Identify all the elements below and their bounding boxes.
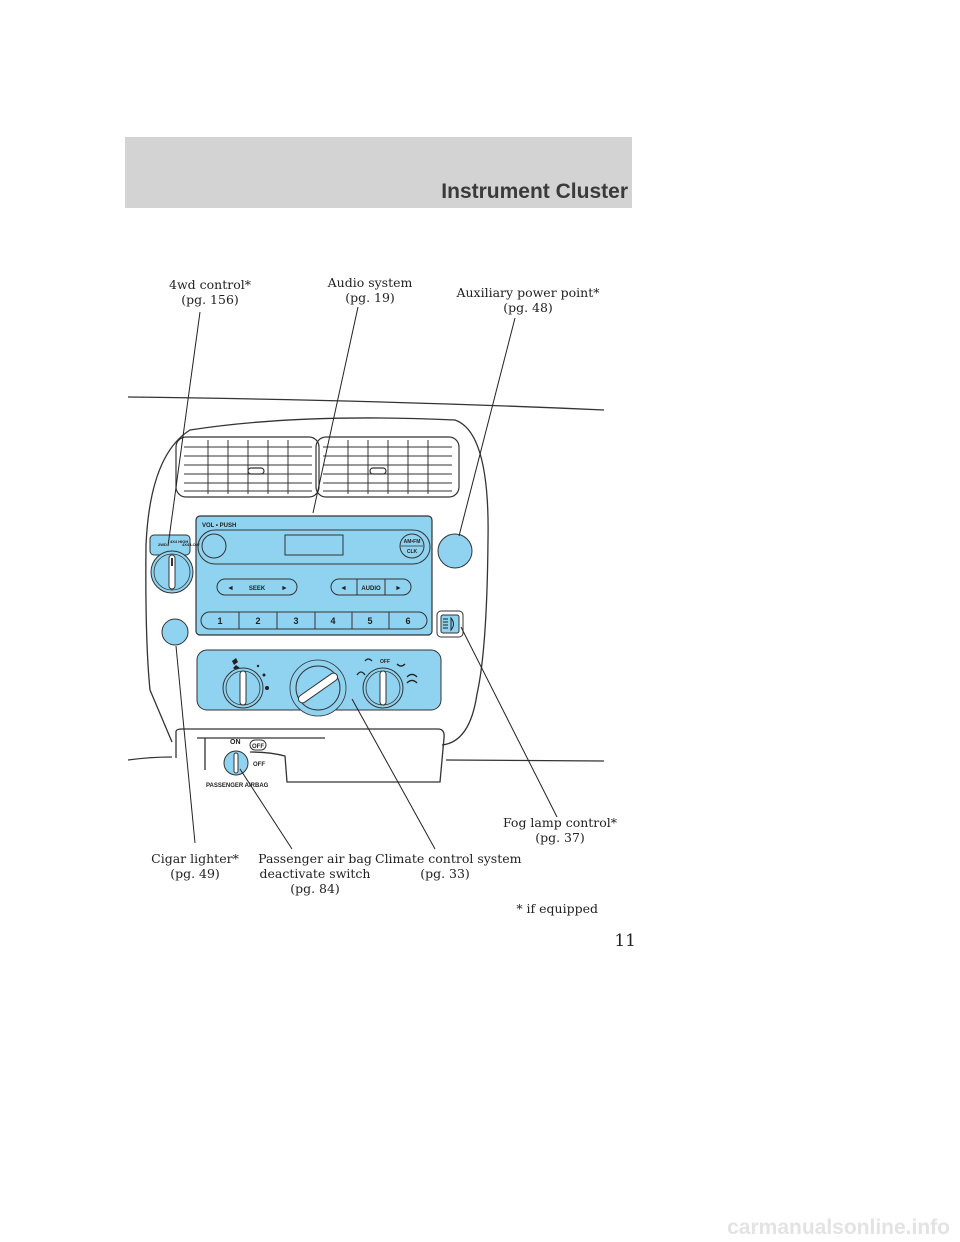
lower-dash-edge	[127, 756, 173, 761]
volume-knob[interactable]	[201, 533, 227, 559]
preset-5[interactable]: 5	[367, 616, 372, 626]
audio-left-arrow: ◄	[340, 585, 347, 592]
lower-dash-edge-right	[445, 759, 605, 762]
callout-airbag-deactivate-switch: Passenger air bag deactivate switch (pg.…	[250, 851, 380, 896]
passenger-airbag-switch: ON OFF OFF PASSENGER AIRBAG	[206, 739, 269, 789]
callout-auxiliary-power-point: Auxiliary power point* (pg. 48)	[448, 285, 608, 315]
fog-lamp-button[interactable]	[436, 610, 464, 638]
vent-mode-icon	[356, 658, 406, 676]
cigar-lighter[interactable]	[161, 618, 189, 646]
preset-3[interactable]: 3	[293, 616, 298, 626]
footnote: * if equipped	[516, 901, 598, 916]
page-title: Instrument Cluster	[441, 180, 628, 203]
preset-bar	[200, 611, 428, 630]
callout-audio-page: (pg. 19)	[345, 290, 395, 305]
callout-audio-system: Audio system (pg. 19)	[310, 275, 430, 305]
callout-cigar-page: (pg. 49)	[170, 866, 220, 881]
fourwd-2wd-label: 2WD	[158, 542, 167, 547]
watermark[interactable]: carmanualsonline.info	[727, 1216, 950, 1239]
fog-lamp-icon	[443, 616, 454, 632]
auxiliary-power-point[interactable]	[437, 533, 473, 569]
preset-1[interactable]: 1	[217, 616, 222, 626]
callout-airbag-subtitle: deactivate switch	[259, 866, 371, 881]
fourwd-control: 2WD 4X4 HIGH 4X4 LOW	[149, 534, 200, 594]
defrost-icon	[406, 673, 418, 684]
preset-4[interactable]: 4	[330, 616, 335, 626]
callout-audio-title: Audio system	[327, 275, 413, 290]
airbag-on-label: ON	[230, 739, 241, 746]
fourwd-4hi-label: 4X4 HIGH	[170, 539, 188, 544]
preset-6[interactable]: 6	[405, 616, 410, 626]
fan-icon	[232, 658, 240, 671]
callout-fog-title: Fog lamp control*	[502, 815, 618, 830]
airbag-off-label: OFF	[253, 762, 265, 768]
page-number: 11	[614, 931, 636, 951]
seek-label: SEEK	[249, 586, 266, 592]
clk-label: CLK	[407, 549, 418, 555]
fourwd-4lo-label: 4X4 LOW	[182, 542, 200, 547]
callout-airbag-page: (pg. 84)	[290, 881, 340, 896]
callout-4wd-page: (pg. 156)	[181, 292, 239, 307]
audio-system-unit: VOL • PUSH AM•FM CLK ◄ ► SEEK ◄ ► AUDIO …	[195, 515, 433, 636]
callout-climate-page: (pg. 33)	[420, 866, 470, 881]
preset-2[interactable]: 2	[255, 616, 260, 626]
seek-left-arrow: ◄	[227, 585, 234, 592]
air-vents	[175, 436, 460, 498]
callout-4wd-control: 4wd control* (pg. 156)	[150, 277, 270, 307]
airbag-off-badge: OFF	[252, 744, 264, 750]
callout-aux-page: (pg. 48)	[503, 300, 553, 315]
radio-display	[284, 534, 344, 556]
callout-cigar-lighter: Cigar lighter* (pg. 49)	[140, 851, 250, 881]
am-fm-label: AM•FM	[404, 539, 421, 545]
seek-right-arrow: ►	[281, 585, 288, 592]
callout-cigar-title: Cigar lighter*	[151, 851, 239, 866]
callout-aux-title: Auxiliary power point*	[456, 285, 600, 300]
header-band: Instrument Cluster	[125, 137, 632, 208]
vol-label: VOL • PUSH	[202, 523, 236, 529]
airbag-caption: PASSENGER AIRBAG	[206, 783, 269, 789]
climate-control-panel: OFF	[196, 649, 442, 717]
climate-off-label: OFF	[380, 659, 390, 665]
leader-lines	[167, 306, 558, 850]
lower-panel	[175, 728, 445, 783]
audio-right-arrow: ►	[395, 585, 402, 592]
audio-label: AUDIO	[361, 586, 381, 592]
callout-climate-title: Climate control system	[375, 851, 522, 866]
audio-button[interactable]	[330, 578, 412, 596]
callout-climate-control-system: Climate control system (pg. 33)	[375, 851, 522, 881]
dash-top-edge	[127, 396, 605, 411]
callout-4wd-title: 4wd control*	[169, 277, 251, 292]
console-outline	[145, 417, 489, 746]
callout-fog-lamp-control: Fog lamp control* (pg. 37)	[490, 815, 630, 845]
callout-airbag-title: Passenger air bag	[258, 851, 372, 866]
seek-button[interactable]	[216, 578, 298, 596]
callout-fog-page: (pg. 37)	[535, 830, 585, 845]
